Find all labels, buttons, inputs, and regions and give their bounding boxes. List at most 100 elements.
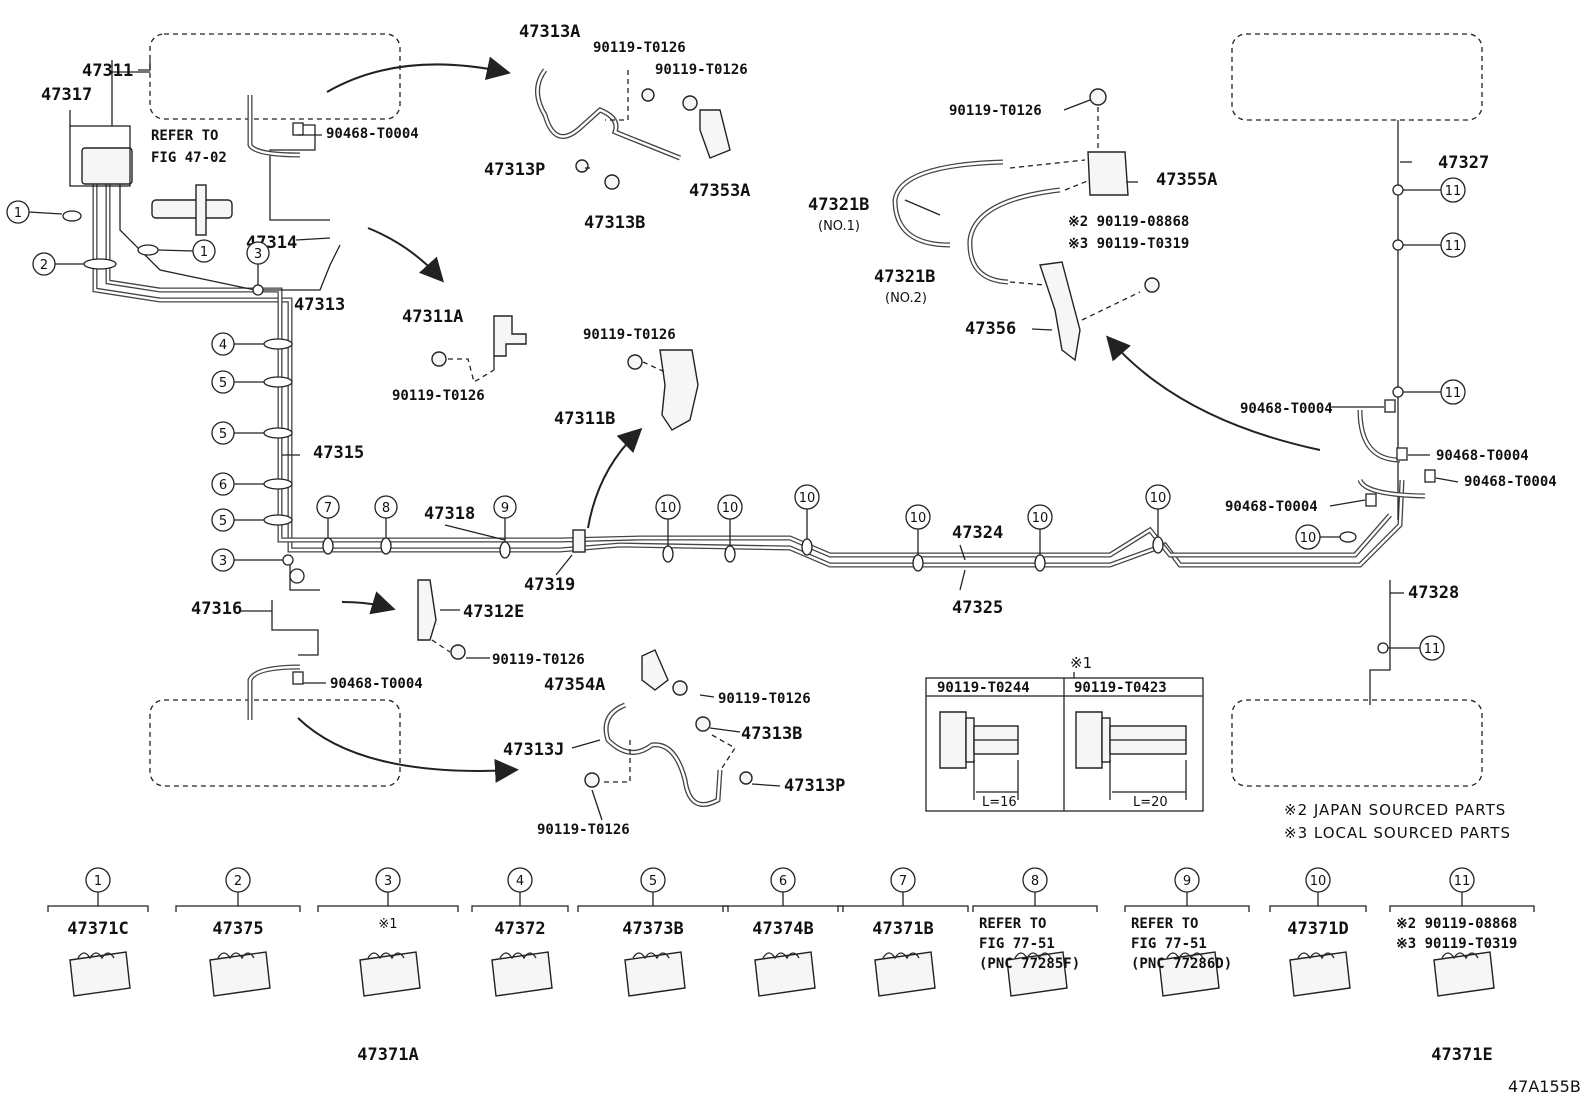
svg-text:10: 10	[799, 491, 816, 506]
clamp-note-line: (PNC 77285F)	[979, 956, 1080, 972]
callout-10b: 10	[717, 494, 743, 546]
part-labels: 47311 47317 REFER TO FIG 47-02 90468-T00…	[41, 22, 1581, 1096]
label-47318: 47318	[424, 504, 475, 524]
svg-text:10: 10	[1150, 491, 1167, 506]
label-90119-b: 90119-T0126	[492, 652, 585, 668]
clamp-note-line: ※3 90119-T0319	[1396, 936, 1517, 952]
label-90468-c: 90468-T0004	[1240, 401, 1333, 417]
label-47325: 47325	[952, 598, 1003, 618]
label-47327: 47327	[1438, 153, 1489, 173]
label-90119-d: 90119-T0126	[392, 388, 485, 404]
clamp-shape	[1433, 951, 1495, 997]
svg-text:5: 5	[219, 376, 227, 391]
label-90468-f: 90468-T0004	[1225, 499, 1318, 515]
figure-code: 47A155B	[1508, 1077, 1581, 1096]
label-47356: 47356	[965, 319, 1016, 339]
leader-lines	[69, 60, 1459, 821]
clamp-part-number: 47375	[212, 919, 263, 939]
refer-fig-line1: REFER TO	[151, 128, 218, 144]
clamp-number: 1	[94, 874, 102, 889]
svg-text:2: 2	[40, 258, 48, 273]
clamp-shape	[491, 951, 553, 997]
note-local: ※3 LOCAL SOURCED PARTS	[1284, 824, 1511, 842]
label-47313p-top: 47313P	[484, 160, 545, 180]
clamp-part-number: 47371C	[67, 919, 128, 939]
label-47321b-2: 47321B	[874, 267, 935, 287]
svg-text:8: 8	[382, 501, 390, 516]
label-47311b: 47311B	[554, 409, 615, 429]
joint-47319	[572, 529, 586, 553]
svg-text:11: 11	[1445, 239, 1462, 254]
callout-3a: 3	[246, 241, 270, 285]
label-no1: (NO.1)	[818, 219, 860, 234]
svg-text:90119-T0423: 90119-T0423	[1074, 680, 1167, 696]
callout-10d: 10	[905, 504, 931, 555]
clips-90468	[292, 122, 1436, 685]
callout-8: 8	[374, 495, 398, 538]
svg-text:90119-T0244: 90119-T0244	[937, 680, 1030, 696]
callout-10g: 10	[1295, 524, 1340, 550]
rear-left-wheel-zone	[149, 699, 401, 787]
clamp-shape	[359, 951, 421, 997]
brake-actuator	[69, 60, 233, 236]
clamp-shape	[69, 951, 131, 997]
clamp-note-line: (PNC 77286D)	[1131, 956, 1232, 972]
callout-7: 7	[316, 495, 340, 538]
refer-fig-line2: FIG 47-02	[151, 150, 227, 166]
svg-text:5: 5	[219, 427, 227, 442]
label-note2-08868: ※2 90119-08868	[1068, 214, 1189, 230]
label-47312e: 47312E	[463, 602, 524, 622]
svg-text:10: 10	[722, 501, 739, 516]
svg-text:L=16: L=16	[982, 795, 1017, 810]
flow-arrow-bracket	[367, 227, 445, 283]
label-47354a: 47354A	[544, 675, 605, 695]
clamp-note-line: REFER TO	[1131, 916, 1198, 932]
svg-text:4: 4	[219, 338, 227, 353]
label-90119-f: 90119-T0126	[718, 691, 811, 707]
label-47316: 47316	[191, 599, 242, 619]
label-47319: 47319	[524, 575, 575, 595]
clamp-note-line: ※1	[378, 917, 397, 932]
clamp-note-line: FIG 77-51	[979, 936, 1055, 952]
svg-text:9: 9	[501, 501, 509, 516]
svg-text:10: 10	[1032, 511, 1049, 526]
label-47321b-1: 47321B	[808, 195, 869, 215]
tube-grommets	[62, 210, 1357, 572]
clamp-part-number: 47371A	[357, 1045, 418, 1065]
callout-5b: 5	[211, 421, 264, 445]
callout-3b: 3	[211, 548, 283, 572]
clamp-number: 5	[649, 874, 657, 889]
bolt-length-table: ※1 90119-T0244 90119-T0423 L=16 L=20	[925, 654, 1204, 812]
callout-1a: 1	[6, 200, 63, 224]
label-47313j: 47313J	[503, 740, 564, 760]
clamp-shape	[754, 951, 816, 997]
bracket-47312e	[417, 579, 466, 660]
flow-arrow-rear-left	[297, 717, 519, 783]
flow-arrow-small	[341, 591, 396, 615]
callout-5c: 5	[211, 508, 264, 532]
label-90119-c1: 90119-T0126	[593, 40, 686, 56]
label-47313b-top: 47313B	[584, 213, 645, 233]
svg-text:5: 5	[219, 514, 227, 529]
label-47313p-bot: 47313P	[784, 776, 845, 796]
clamp-note-line: REFER TO	[979, 916, 1046, 932]
label-47324: 47324	[952, 523, 1003, 543]
flow-arrow-up	[587, 427, 643, 529]
label-47328: 47328	[1408, 583, 1459, 603]
label-90468-e: 90468-T0004	[1464, 474, 1557, 490]
svg-text:11: 11	[1424, 642, 1441, 657]
flow-arrow-front-left	[326, 56, 511, 93]
label-47315: 47315	[313, 443, 364, 463]
clamp-number: 2	[234, 874, 242, 889]
svg-text:7: 7	[324, 501, 332, 516]
label-90119-c2: 90119-T0126	[655, 62, 748, 78]
callout-10f: 10	[1145, 484, 1171, 537]
label-47311: 47311	[82, 61, 133, 81]
callout-11b: 11	[1403, 232, 1466, 258]
label-90119-g: 90119-T0126	[537, 822, 630, 838]
